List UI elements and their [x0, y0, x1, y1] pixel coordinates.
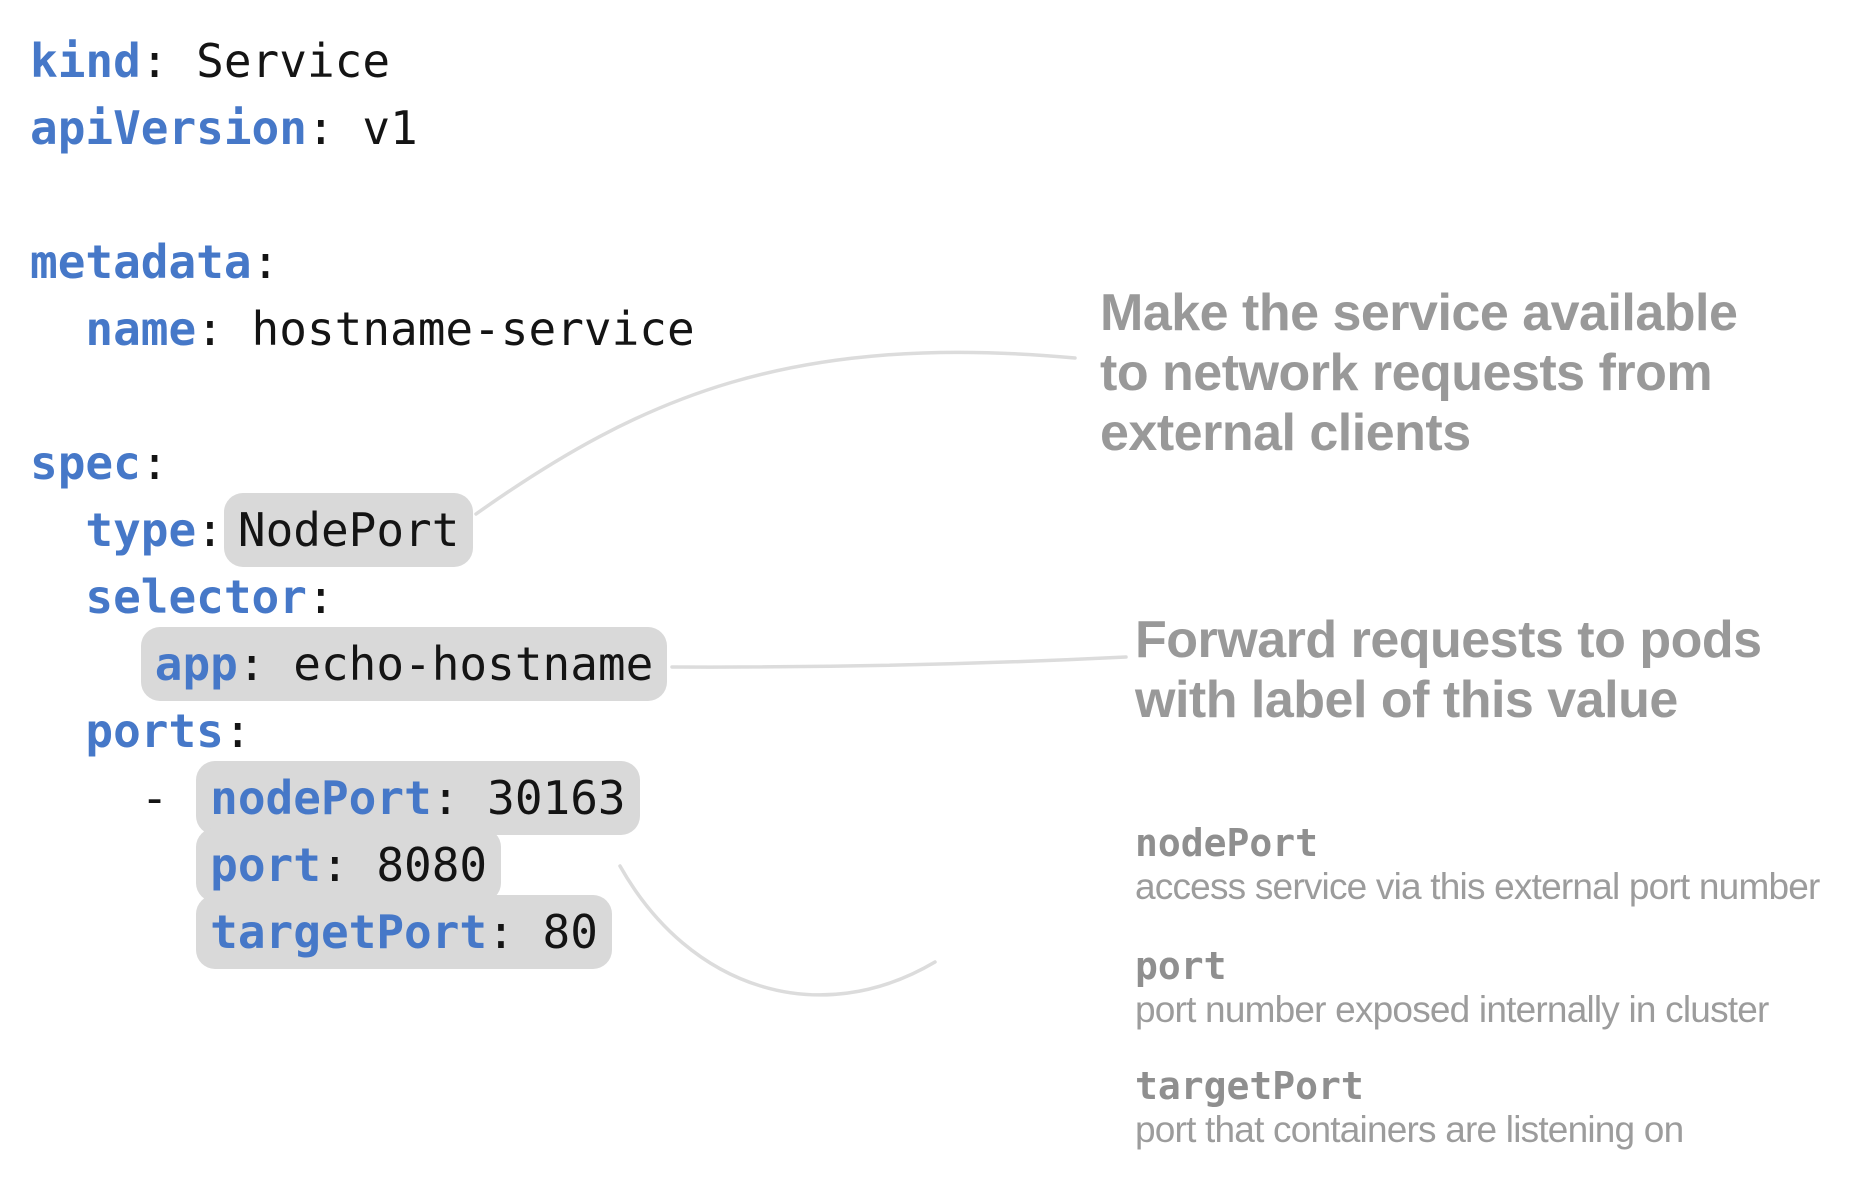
yaml-text: :	[223, 704, 252, 758]
yaml-text: : 80	[487, 905, 598, 959]
highlight-pill: targetPort: 80	[196, 895, 612, 969]
annotation-line: external clients	[1100, 404, 1471, 462]
code-line: ports:	[30, 698, 695, 765]
yaml-key: ports	[85, 704, 224, 758]
code-line: kind: Service	[30, 28, 695, 95]
code-line: name: hostname-service	[30, 296, 695, 363]
yaml-text: : echo-hostname	[237, 637, 654, 691]
nodeport-annotation: Make the service available to network re…	[1100, 283, 1738, 463]
yaml-text: :	[196, 503, 224, 557]
annotation-line: Forward requests to pods	[1135, 611, 1762, 669]
yaml-key: nodePort	[210, 771, 432, 825]
yaml-key: spec	[30, 436, 141, 490]
glossary-entry-port: port port number exposed internally in c…	[1135, 944, 1769, 1032]
yaml-text	[30, 570, 85, 624]
yaml-text: : 30163	[431, 771, 626, 825]
highlight-pill: app: echo-hostname	[140, 627, 668, 701]
yaml-text: : v1	[306, 101, 418, 155]
code-text: type:	[30, 503, 224, 557]
yaml-text: :	[306, 570, 335, 624]
code-text	[30, 905, 196, 959]
code-text: ports:	[30, 704, 252, 758]
yaml-key: app	[154, 637, 238, 691]
yaml-text	[30, 704, 85, 758]
yaml-text	[30, 302, 85, 356]
yaml-text: :	[140, 436, 169, 490]
yaml-text	[30, 905, 196, 959]
code-line: apiVersion: v1	[30, 95, 695, 162]
yaml-key: name	[85, 302, 197, 356]
code-text: metadata:	[30, 235, 279, 289]
highlight-pill: NodePort	[223, 493, 474, 567]
highlight-pill: port: 8080	[196, 828, 502, 902]
code-text: selector:	[30, 570, 335, 624]
yaml-text: -	[30, 771, 197, 825]
selector-annotation: Forward requests to pods with label of t…	[1135, 610, 1762, 730]
code-line: spec:	[30, 430, 695, 497]
yaml-code: kind: Service apiVersion: v1 metadata: nam…	[30, 28, 695, 969]
code-line: - nodePort: 30163	[30, 761, 695, 835]
glossary-description: port number exposed internally in cluste…	[1135, 989, 1769, 1030]
code-text: name: hostname-service	[30, 302, 695, 356]
code-blank-line	[30, 162, 695, 229]
yaml-key: port	[210, 838, 321, 892]
glossary-description: access service via this external port nu…	[1135, 866, 1820, 907]
highlight-pill: nodePort: 30163	[196, 761, 640, 835]
code-line: metadata:	[30, 229, 695, 296]
code-line: port: 8080	[30, 828, 695, 902]
yaml-key: kind	[30, 34, 141, 88]
glossary-term: targetPort	[1135, 1064, 1364, 1108]
yaml-text	[30, 503, 85, 557]
yaml-key: targetPort	[210, 905, 488, 959]
code-line: app: echo-hostname	[30, 627, 695, 701]
code-text	[30, 838, 196, 892]
annotation-line: Make the service available	[1100, 284, 1738, 342]
code-text: kind: Service	[30, 34, 390, 88]
yaml-text: :	[251, 235, 280, 289]
yaml-key: selector	[85, 570, 307, 624]
connector-selector-note	[670, 655, 1128, 669]
code-text	[30, 637, 141, 691]
yaml-key: apiVersion	[30, 101, 307, 155]
yaml-text: : hostname-service	[196, 302, 695, 356]
code-blank-line	[30, 363, 695, 430]
code-text: -	[30, 771, 196, 825]
code-text: spec:	[30, 436, 168, 490]
yaml-key: type	[85, 503, 197, 557]
yaml-text	[30, 838, 196, 892]
code-line: selector:	[30, 564, 695, 631]
annotation-line: to network requests from	[1100, 344, 1713, 402]
glossary-term: port	[1135, 944, 1227, 988]
yaml-text: NodePort	[237, 503, 460, 557]
yaml-key: metadata	[30, 235, 252, 289]
glossary-term: nodePort	[1135, 821, 1319, 865]
annotation-line: with label of this value	[1135, 671, 1678, 729]
yaml-text: : 8080	[320, 838, 488, 892]
glossary-description: port that containers are listening on	[1135, 1109, 1684, 1150]
glossary-entry-nodeport: nodePort access service via this externa…	[1135, 821, 1820, 909]
code-line: type:NodePort	[30, 493, 695, 567]
glossary-entry-targetport: targetPort port that containers are list…	[1135, 1064, 1684, 1152]
code-line: targetPort: 80	[30, 895, 695, 969]
yaml-text	[30, 637, 141, 691]
code-text: apiVersion: v1	[30, 101, 418, 155]
yaml-text: : Service	[140, 34, 391, 88]
